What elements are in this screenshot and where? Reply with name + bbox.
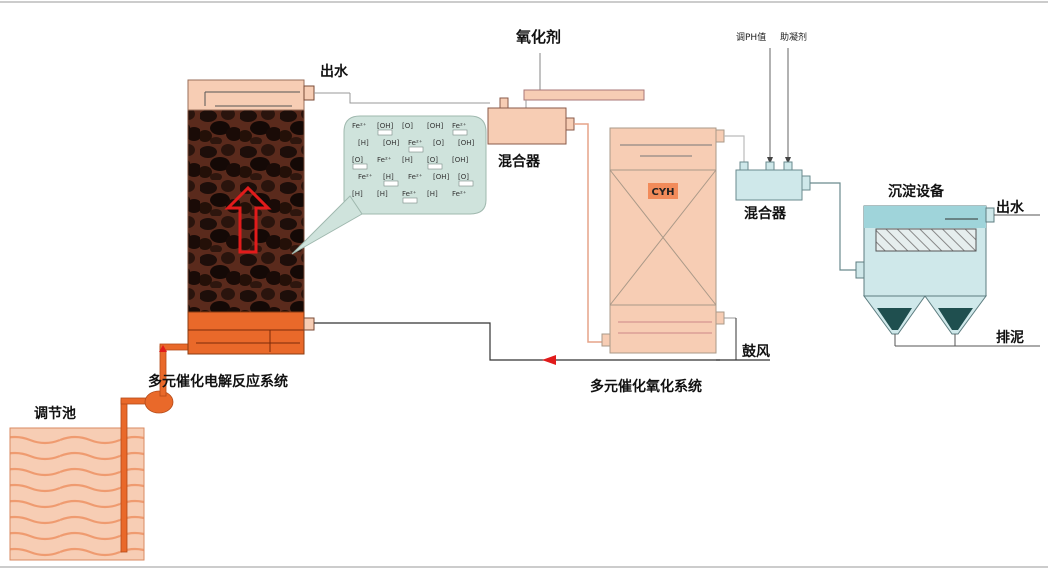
ion-token: Fe²⁺ xyxy=(452,122,467,130)
ion-token: [H] xyxy=(427,190,438,198)
mixer-2 xyxy=(735,161,811,201)
sedimentation-label: 沉淀设备 xyxy=(888,183,945,200)
ion-token: Fe²⁺ xyxy=(358,173,373,181)
ion-box xyxy=(383,180,399,187)
ion-token: [H] xyxy=(383,173,394,181)
electrolysis-system-label: 多元催化电解反应系统 xyxy=(148,373,288,390)
ion-token: [OH] xyxy=(452,156,469,164)
ion-token: [O] xyxy=(458,173,469,181)
outlet-right-label: 出水 xyxy=(996,199,1025,216)
ion-box xyxy=(458,180,474,187)
pipes-lower xyxy=(314,317,770,365)
equalization-tank-label: 调节池 xyxy=(34,405,76,422)
sludge-label: 排泥 xyxy=(996,329,1024,346)
ion-bubble: Fe²⁺ [OH] [O] [OH] Fe²⁺ [H] [OH] Fe²⁺ [O] [OH] [O]… xyxy=(291,115,487,255)
mixer-1-label: 混合器 xyxy=(498,153,541,170)
dosing-lines xyxy=(767,48,791,164)
ion-token: [H] xyxy=(377,190,388,198)
ion-token: Fe²⁺ xyxy=(352,122,367,130)
ion-token: Fe²⁺ xyxy=(408,173,423,181)
sedimentation-tank xyxy=(855,205,1040,347)
blower-label: 鼓风 xyxy=(742,343,770,360)
ion-token: [H] xyxy=(402,156,413,164)
pump-assembly xyxy=(120,343,189,553)
ion-token: Fe²⁺ xyxy=(452,190,467,198)
pipe-mixer2-to-sed xyxy=(810,182,858,271)
ion-token: Fe²⁺ xyxy=(408,139,423,147)
ion-token: [O] xyxy=(433,139,444,147)
ion-token: Fe²⁺ xyxy=(402,190,417,198)
pipe-mixer-to-oxidation xyxy=(574,123,604,343)
ion-box xyxy=(352,163,368,170)
ion-box xyxy=(452,129,468,136)
oxidation-tower: CYH xyxy=(601,127,725,354)
ion-token: [OH] xyxy=(458,139,475,147)
ion-token: [OH] xyxy=(377,122,394,130)
ion-box xyxy=(377,129,393,136)
outlet-top-label: 出水 xyxy=(320,63,349,80)
ion-box xyxy=(408,146,424,153)
coagulant-label: 助凝剂 xyxy=(780,31,807,43)
ion-token: [OH] xyxy=(427,122,444,130)
electrolysis-reactor xyxy=(187,79,315,355)
cyh-label: CYH xyxy=(652,187,675,198)
ion-token: [OH] xyxy=(383,139,400,147)
ion-token: [H] xyxy=(352,190,363,198)
ion-token: [H] xyxy=(358,139,369,147)
pipes-upper xyxy=(314,53,645,110)
mixer-2-label: 混合器 xyxy=(744,205,787,222)
ion-token: [O] xyxy=(402,122,413,130)
ph-adjust-label: 调PH值 xyxy=(736,31,766,43)
ion-token: Fe²⁺ xyxy=(377,156,392,164)
ion-token: [O] xyxy=(427,156,438,164)
oxidation-system-label: 多元催化氧化系统 xyxy=(590,378,702,395)
mixer-1 xyxy=(487,97,575,145)
ion-box xyxy=(402,197,418,204)
ion-token: [OH] xyxy=(433,173,450,181)
pipe-oxidation-to-mixer2 xyxy=(724,135,745,164)
ion-box xyxy=(427,163,443,170)
oxidant-label: 氧化剂 xyxy=(515,28,561,46)
ion-token: [O] xyxy=(352,156,363,164)
